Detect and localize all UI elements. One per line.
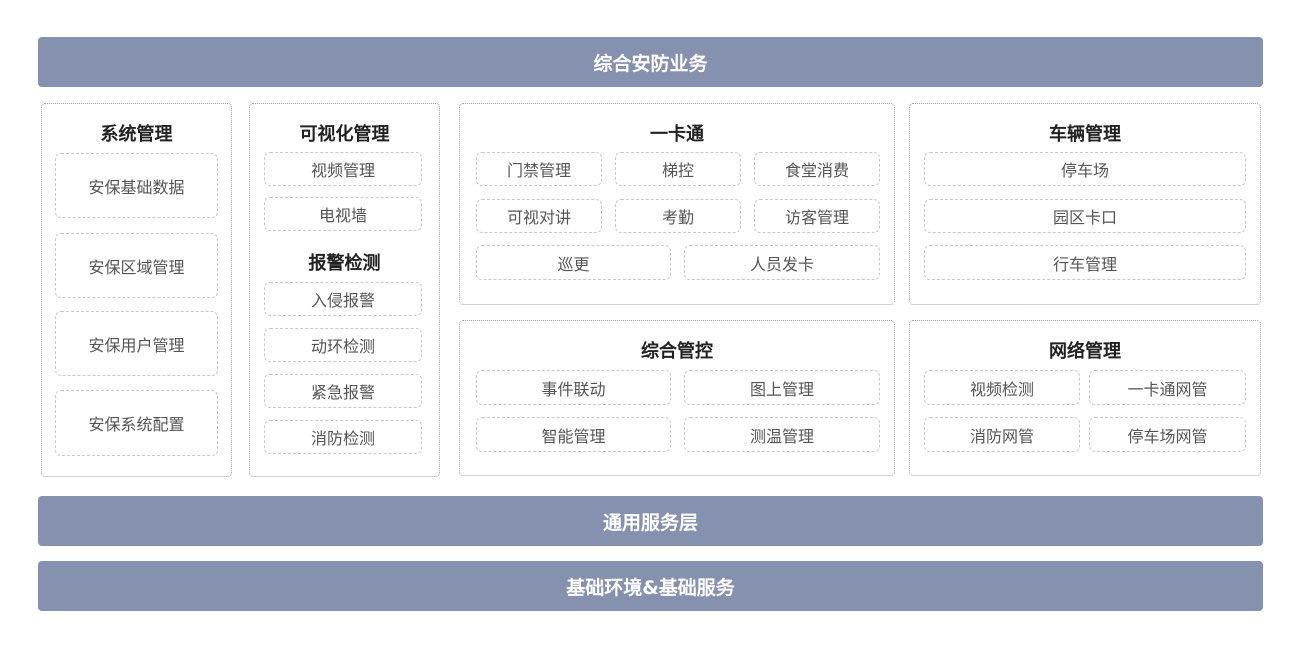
system-panel: 系统管理 [41,103,232,477]
vehicle-panel: 车辆管理 [909,103,1261,305]
module-item: 考勤 [615,199,741,233]
module-item: 事件联动 [476,370,671,405]
panel-title: 一卡通 [650,124,704,145]
module-item: 安保用户管理 [55,311,218,376]
module-item: 紧急报警 [264,374,422,408]
panel-subtitle: 报警检测 [308,253,381,274]
module-item: 巡更 [476,245,671,280]
module-item: 安保基础数据 [55,153,218,218]
module-item: 门禁管理 [476,152,602,186]
panel-title: 可视化管理 [299,124,390,145]
module-item: 动环检测 [264,328,422,362]
module-item: 行车管理 [924,245,1246,280]
control-panel: 综合管控 [459,320,895,476]
panel-title: 网络管理 [1049,341,1121,362]
module-item: 园区卡口 [924,199,1246,233]
module-item: 测温管理 [684,417,880,452]
module-item: 消防检测 [264,420,422,454]
top-layer-bar: 综合安防业务 [38,37,1263,87]
visual-panel: 可视化管理 报警检测 [249,103,440,477]
module-item: 消防网管 [924,417,1080,452]
module-item: 停车场 [924,152,1246,186]
module-item: 访客管理 [754,199,880,233]
module-item: 安保区域管理 [55,233,218,298]
bottom-layer-bar: 基础环境&基础服务 [38,561,1263,611]
panel-title: 综合管控 [641,341,713,362]
module-item: 入侵报警 [264,282,422,316]
module-item: 视频管理 [264,152,422,186]
module-item: 图上管理 [684,370,880,405]
module-item: 电视墙 [264,197,422,231]
panel-title: 系统管理 [100,124,173,145]
module-item: 可视对讲 [476,199,602,233]
middle-layer-bar: 通用服务层 [38,496,1263,546]
card-panel: 一卡通 [459,103,895,305]
module-item: 停车场网管 [1089,417,1246,452]
module-item: 人员发卡 [684,245,880,280]
module-item: 安保系统配置 [55,390,218,456]
network-panel: 网络管理 [909,320,1261,476]
module-item: 食堂消费 [754,152,880,186]
module-item: 智能管理 [476,417,671,452]
module-item: 一卡通网管 [1089,370,1246,405]
panel-title: 车辆管理 [1049,124,1121,145]
module-item: 梯控 [615,152,741,186]
module-item: 视频检测 [924,370,1080,405]
